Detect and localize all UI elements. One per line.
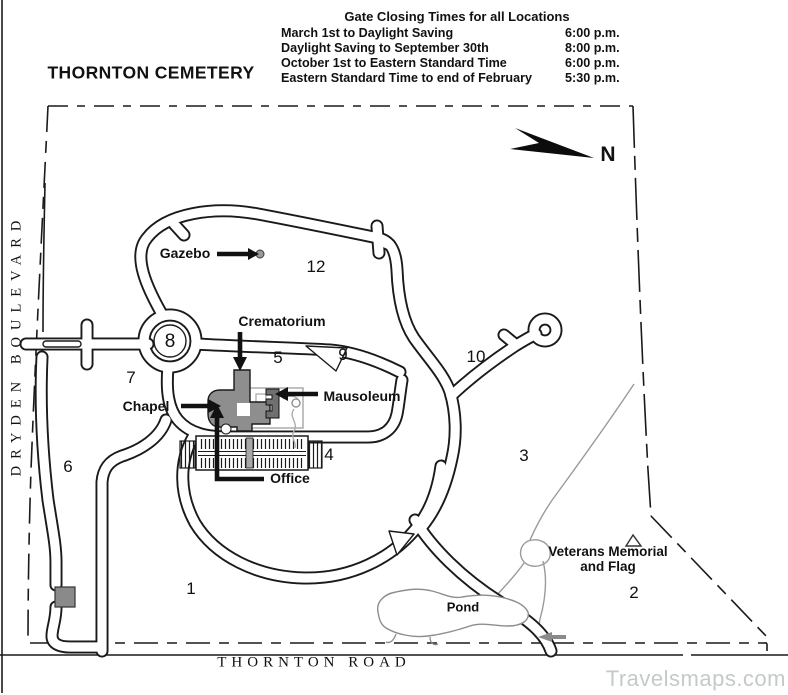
street-name-dryden: DRYDEN BOULEVARD	[8, 213, 25, 477]
section-label-7: 7	[126, 368, 136, 387]
section-label-4: 4	[324, 445, 334, 464]
schedule-label: Eastern Standard Time to end of February	[281, 71, 532, 85]
schedule-time: 6:00 p.m.	[565, 56, 620, 70]
gate-schedule: Gate Closing Times for all Locations Mar…	[281, 9, 633, 86]
one-way-arrow-icon	[538, 632, 566, 642]
label-arrows	[181, 248, 318, 482]
traffic-islands	[42, 324, 415, 556]
schedule-row: Eastern Standard Time to end of February…	[281, 71, 633, 86]
gazebo-label: Gazebo	[159, 245, 211, 261]
pond-shape	[377, 588, 529, 646]
roundabout-island	[153, 324, 187, 358]
section-label-3: 3	[519, 446, 529, 465]
section-label-10: 10	[466, 347, 486, 366]
triangle-island-south	[388, 530, 415, 556]
veterans-memorial-line2: and Flag	[580, 559, 636, 574]
compass-label: N	[600, 143, 616, 166]
office-label: Office	[270, 470, 310, 486]
schedule-label: March 1st to Daylight Saving	[281, 26, 454, 40]
mausoleum-label: Mausoleum	[323, 388, 401, 404]
schedule-row: Daylight Saving to September 30th 8:00 p…	[281, 41, 633, 56]
crematorium-label: Crematorium	[238, 313, 326, 329]
section-label-2: 2	[629, 583, 639, 602]
parking-lot	[179, 435, 323, 471]
chapel-crematorium-building	[207, 369, 271, 432]
section-label-8: 8	[164, 331, 176, 352]
chapel-label: Chapel	[122, 398, 170, 414]
section-label-12: 12	[306, 257, 326, 276]
section-label-6: 6	[63, 457, 73, 476]
office-arrow	[214, 416, 264, 482]
mausoleum-building	[265, 388, 280, 419]
schedule-row: March 1st to Daylight Saving 6:00 p.m.	[281, 26, 633, 41]
section-label-1: 1	[186, 579, 196, 598]
veterans-memorial-marker-icon	[624, 533, 643, 547]
building-entry	[220, 423, 232, 435]
street-name-thornton: THORNTON ROAD	[217, 654, 411, 671]
maintenance-building	[54, 586, 76, 608]
schedule-label: Daylight Saving to September 30th	[281, 41, 489, 55]
schedule-time: 5:30 p.m.	[565, 71, 620, 85]
section-label-9: 9	[338, 345, 348, 364]
schedule-label: October 1st to Eastern Standard Time	[281, 56, 507, 70]
building-courtyard	[237, 403, 250, 416]
veterans-memorial-label: Veterans Memorial and Flag	[548, 544, 667, 574]
veterans-memorial-line1: Veterans Memorial	[548, 544, 668, 559]
stream	[496, 383, 635, 644]
gate-schedule-title: Gate Closing Times for all Locations	[344, 9, 570, 24]
schedule-time: 8:00 p.m.	[565, 41, 620, 55]
schedule-row: October 1st to Eastern Standard Time 6:0…	[281, 56, 633, 71]
section-label-5: 5	[273, 348, 283, 367]
north-arrow-icon	[510, 128, 594, 158]
watermark: Travelsmaps.com	[605, 666, 786, 691]
page-title: THORNTON CEMETERY	[47, 62, 255, 83]
pond-label: Pond	[446, 599, 480, 615]
garden-circle	[291, 398, 301, 408]
schedule-time: 6:00 p.m.	[565, 26, 620, 40]
triangle-island-9	[305, 345, 348, 372]
boundary-lines	[0, 105, 788, 656]
entrance-median	[42, 340, 82, 348]
